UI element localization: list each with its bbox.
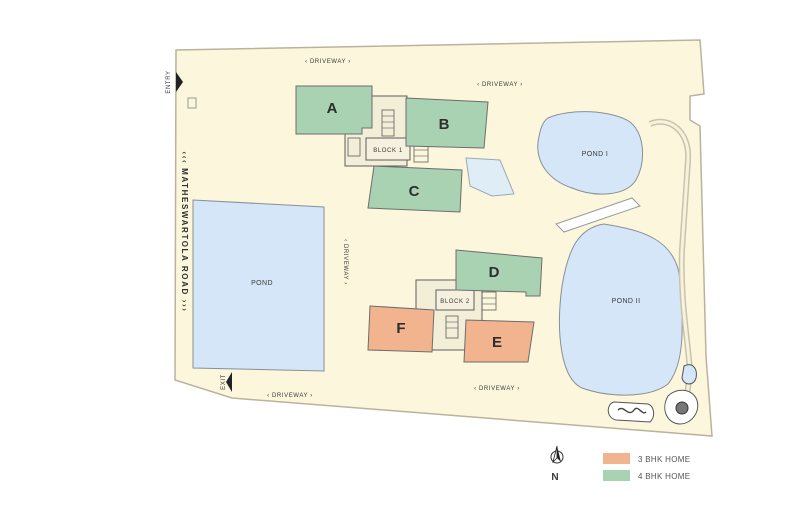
pond-left-shape: [192, 199, 325, 372]
north-label: N: [551, 472, 558, 483]
unit-d-shape: [455, 249, 543, 297]
exit-label: EXIT: [221, 374, 227, 390]
pond-2-shape: [558, 223, 683, 396]
pond-2-label: POND II: [612, 298, 641, 305]
unit-d-label: D: [489, 264, 500, 281]
unit-a-shape: [295, 85, 373, 135]
north-arrow-icon: [550, 445, 564, 464]
unit-c-label: C: [409, 183, 420, 200]
unit-e-shape: [463, 319, 535, 363]
block-2-label: BLOCK 2: [440, 299, 470, 305]
legend-label-3bhk: 3 BHK HOME: [638, 455, 690, 464]
driveway-label-top-left: ‹ DRIVEWAY ›: [305, 59, 351, 65]
pool-deck: [465, 157, 515, 197]
pond-1-label: POND I: [582, 151, 609, 158]
small-pool: [681, 364, 697, 385]
garden-squiggle: [617, 407, 647, 414]
road-label: ‹‹‹ MATHESWARTOLA ROAD ›››: [180, 152, 189, 313]
entry-gate: [187, 97, 197, 109]
unit-f-shape: [367, 305, 435, 353]
legend-label-4bhk: 4 BHK HOME: [638, 472, 690, 481]
unit-c-shape: [367, 165, 463, 213]
driveway-label-bottom-left: ‹ DRIVEWAY ›: [267, 393, 313, 399]
unit-b-label: B: [439, 116, 450, 133]
exit-arrow-icon: [226, 372, 232, 392]
pond-1-shape: [537, 111, 644, 195]
legend-swatch-4bhk: [603, 470, 630, 481]
walking-track-edge: [649, 120, 692, 405]
driveway-label-middle: ‹ DRIVEWAY ›: [342, 239, 348, 285]
fountain-center: [675, 401, 689, 415]
bridge: [555, 197, 641, 233]
legend-swatch-3bhk: [603, 453, 630, 464]
pond-left-label: POND: [251, 280, 273, 287]
driveway-label-top-right: ‹ DRIVEWAY ›: [477, 82, 523, 88]
driveway-label-bottom-right: ‹ DRIVEWAY ›: [474, 386, 520, 392]
unit-a-label: A: [327, 100, 338, 117]
entry-arrow-icon: [176, 72, 183, 92]
unit-e-label: E: [492, 334, 502, 351]
entry-label: ENTRY: [166, 70, 172, 93]
block-1-label: BLOCK 1: [373, 148, 403, 154]
unit-b-shape: [405, 97, 489, 149]
unit-f-label: F: [396, 320, 405, 337]
